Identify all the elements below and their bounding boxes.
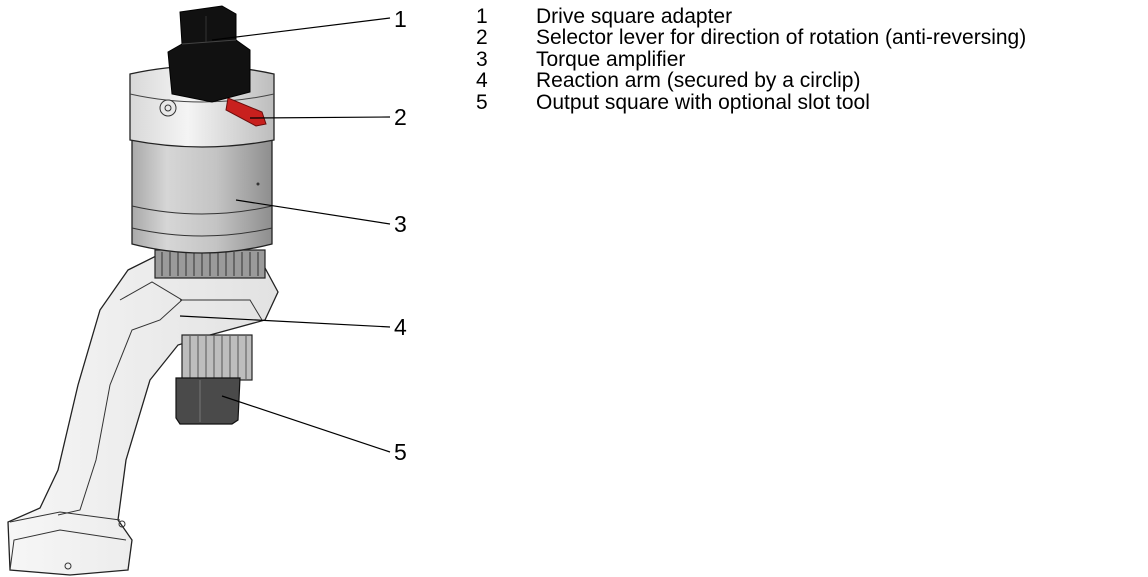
leader-lines: [179, 17, 391, 453]
selector-lever: [225, 97, 267, 127]
callout-4: 4: [394, 314, 407, 340]
legend-item: 4 Reaction arm (secured by a circlip): [476, 69, 1026, 93]
legend-item: 2 Selector lever for direction of rotati…: [476, 26, 1027, 50]
legend-item: 3 Torque amplifier: [476, 47, 1026, 71]
callout-3: 3: [394, 211, 407, 237]
callout-2: 2: [394, 104, 407, 130]
torque-amplifier: [129, 65, 275, 254]
torque-multiplier-illustration: 1 2 3 4 5: [7, 5, 407, 576]
output-square: [175, 334, 253, 425]
legend-number: 3: [476, 47, 488, 71]
callout-1: 1: [394, 6, 407, 32]
legend-number: 5: [476, 90, 488, 114]
legend-text: Reaction arm (secured by a circlip): [536, 69, 861, 93]
parts-legend: 1 Drive square adapter 2 Selector lever …: [476, 6, 1026, 113]
legend-text: Output square with optional slot tool: [536, 90, 870, 114]
legend-item: 5 Output square with optional slot tool: [476, 90, 1026, 114]
legend-text: Selector lever for direction of rotation…: [536, 26, 1027, 50]
legend-text: Torque amplifier: [536, 47, 686, 71]
drive-square-adapter: [167, 5, 251, 103]
spline-ring: [154, 249, 266, 279]
legend-number: 1: [476, 5, 488, 28]
legend-number: 2: [476, 26, 488, 50]
reaction-arm: [7, 254, 279, 576]
legend-item: 1 Drive square adapter: [476, 5, 1026, 28]
legend-text: Drive square adapter: [536, 5, 733, 28]
legend-number: 4: [476, 69, 488, 93]
callout-5: 5: [394, 439, 407, 465]
